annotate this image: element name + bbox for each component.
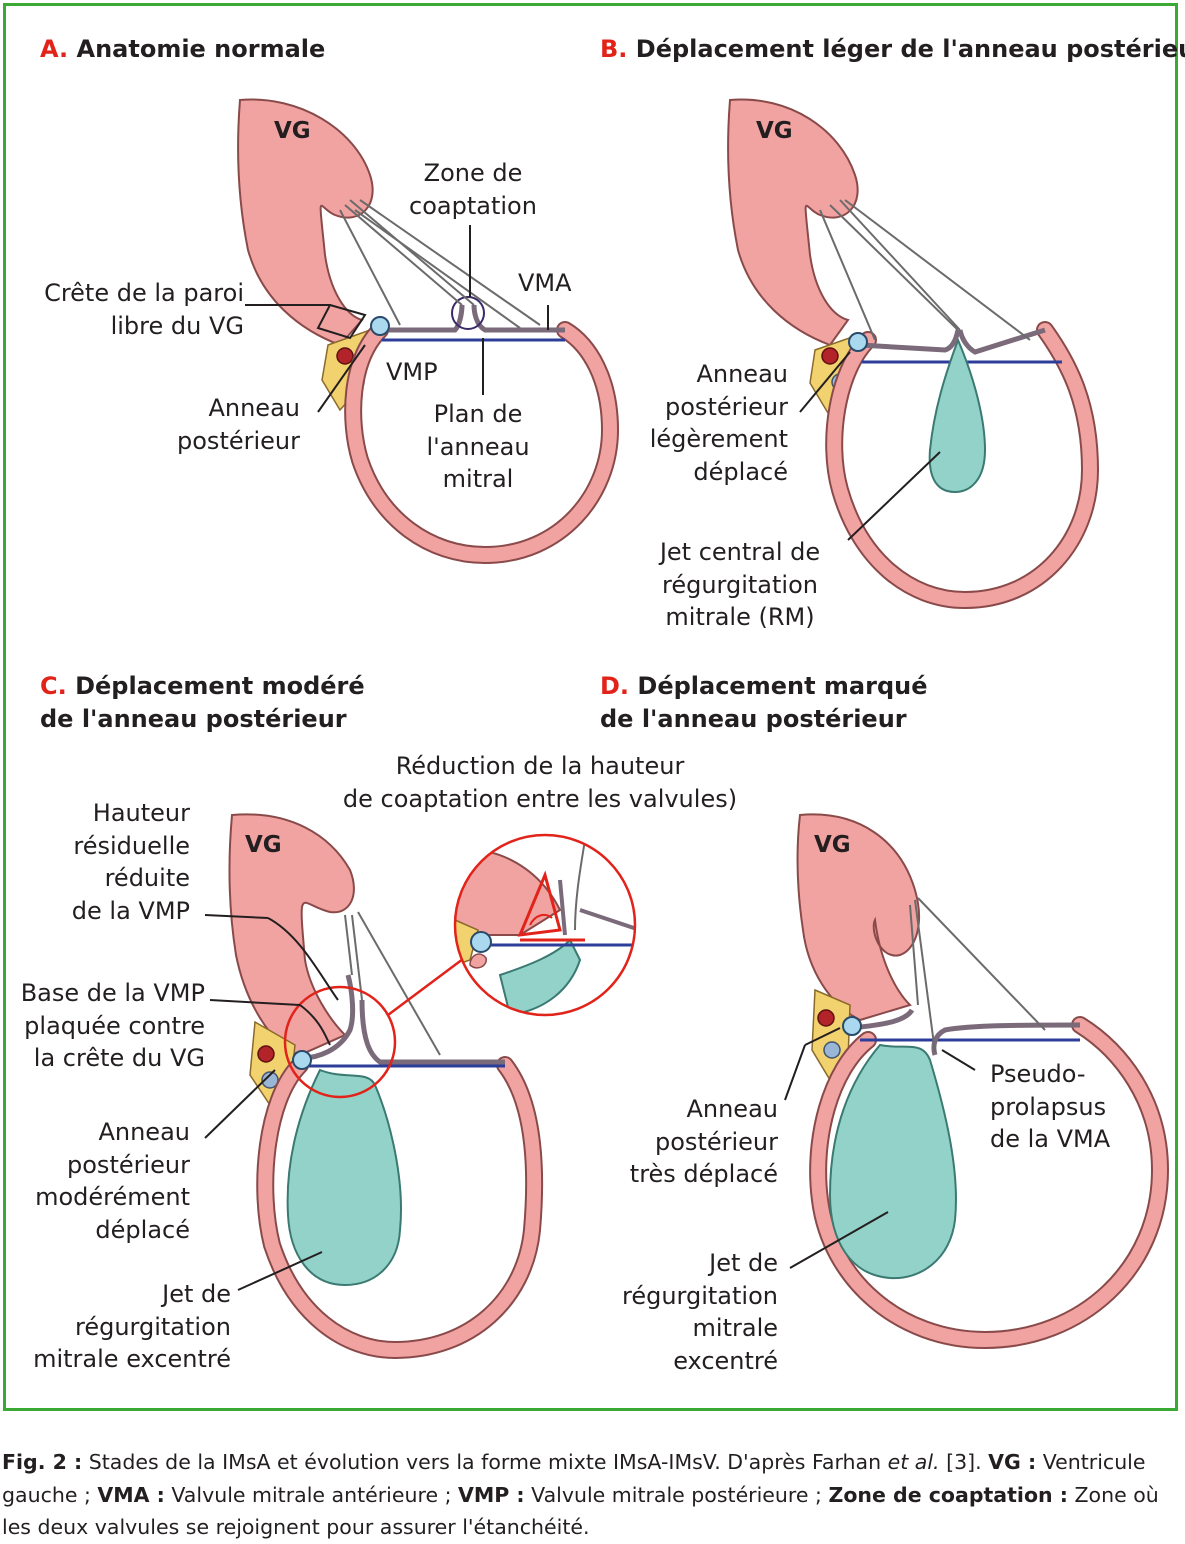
panel-a-vma-label: VMA bbox=[518, 269, 572, 297]
panel-a-vmp-label: VMP bbox=[386, 358, 438, 386]
panel-b-drawing bbox=[727, 98, 1100, 610]
panel-d-vg-wall bbox=[796, 813, 920, 1022]
panel-c-vg-wall bbox=[228, 813, 355, 1057]
panel-a-title: A. Anatomie normale bbox=[40, 35, 326, 63]
panel-d-jet bbox=[828, 1043, 957, 1280]
diagram-art bbox=[204, 98, 1170, 1360]
panel-c-jet bbox=[286, 1068, 402, 1287]
panel-a-drawing bbox=[237, 98, 620, 565]
panel-a-vg-wall bbox=[237, 98, 374, 347]
panel-b-jet bbox=[928, 337, 987, 494]
panel-c-zoom-ring bbox=[283, 985, 397, 1099]
panel-b-vg-label: VG bbox=[756, 118, 793, 144]
panel-b-vg-wall bbox=[727, 98, 859, 347]
panel-d-drawing bbox=[784, 813, 1170, 1350]
panel-c-drawing bbox=[204, 813, 637, 1360]
figure-frame bbox=[3, 3, 1178, 1411]
panel-b-title: B. Déplacement léger de l'anneau postéri… bbox=[600, 35, 1185, 63]
panel-c-vg-label: VG bbox=[245, 832, 282, 858]
panel-a-vg-label: VG bbox=[274, 118, 311, 144]
panel-c-zoom-inset bbox=[453, 833, 637, 1017]
panel-d-vg-label: VG bbox=[814, 832, 851, 858]
figure-caption: Fig. 2 : Stades de la IMsA et évolution … bbox=[2, 1450, 1159, 1539]
